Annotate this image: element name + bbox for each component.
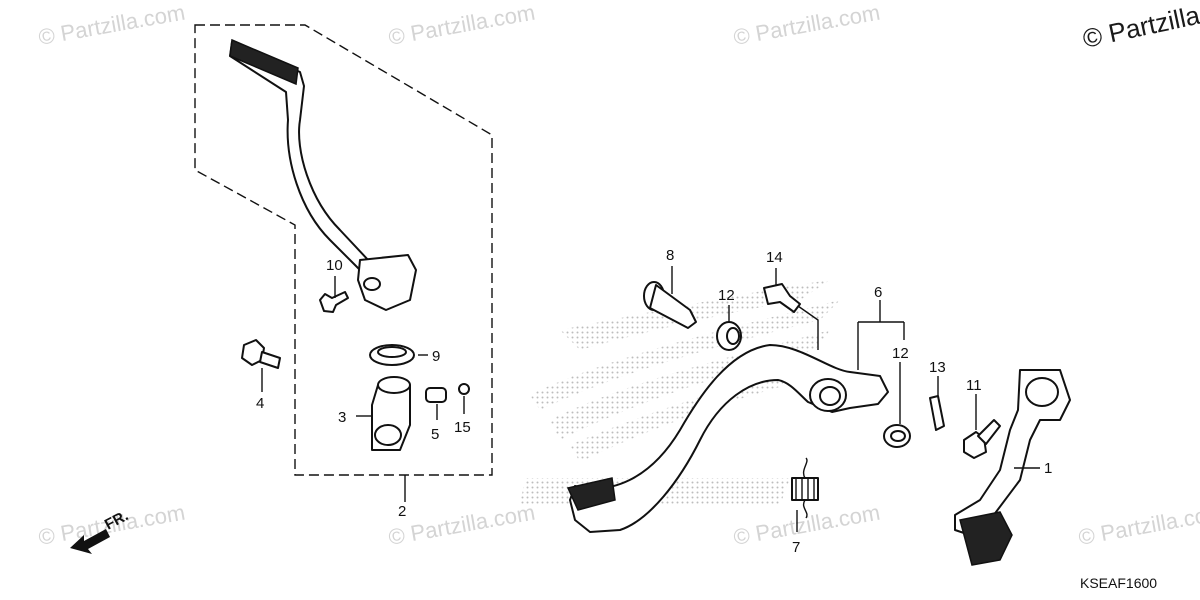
diagram-code: KSEAF1600: [1080, 575, 1157, 591]
callout-7: 7: [792, 539, 800, 556]
callout-15: 15: [454, 419, 471, 436]
kick-starter-arm: [229, 38, 417, 311]
callout-6: 6: [874, 284, 882, 301]
callout-10: 10: [326, 257, 343, 274]
watermark: © Partzilla.com: [732, 0, 882, 50]
watermark: © Partzilla.com: [732, 500, 882, 550]
callout-13: 13: [929, 359, 946, 376]
flange-bolt-4: [241, 339, 281, 369]
watermark: © Partzilla.com: [1077, 500, 1200, 550]
bolt-11: [963, 419, 1001, 459]
seal-12: [716, 321, 742, 351]
pivot-bolt-8: [643, 281, 697, 329]
arrow-icon: [70, 529, 110, 554]
cotter-pin-13: [929, 395, 945, 431]
seal-12: [883, 424, 911, 448]
seal-9: [369, 344, 415, 366]
callout-5: 5: [431, 426, 439, 443]
brake-pedal-6: [566, 344, 889, 533]
spring-7: [791, 457, 819, 519]
callout-labels: 1 2 3 4 5 6 7 8 9 10 11 12 12 13 14 15: [256, 247, 1052, 556]
watermark: © Partzilla.com: [387, 0, 537, 50]
callout-12: 12: [718, 287, 735, 304]
spring-5: [425, 387, 447, 403]
watermark: © Partzilla.com: [387, 500, 537, 550]
callout-14: 14: [766, 249, 783, 266]
watermark-corner: © Partzilla: [1080, 0, 1200, 54]
callout-8: 8: [666, 247, 674, 264]
callout-4: 4: [256, 395, 264, 412]
clip-14: [763, 283, 801, 313]
callout-3: 3: [338, 409, 346, 426]
callout-11: 11: [966, 377, 982, 394]
ball-15: [458, 383, 470, 395]
callout-12: 12: [892, 345, 909, 362]
leader-lines: [261, 266, 1040, 532]
callout-9: 9: [432, 348, 440, 365]
assembly-boundary: [194, 24, 493, 476]
bolt-10: [319, 291, 349, 313]
watermark: © Partzilla.com: [37, 0, 187, 50]
gear-shift-pedal-1: [954, 369, 1071, 566]
callout-1: 1: [1044, 460, 1052, 477]
kick-spindle-3: [371, 376, 411, 451]
callout-2: 2: [398, 503, 406, 520]
